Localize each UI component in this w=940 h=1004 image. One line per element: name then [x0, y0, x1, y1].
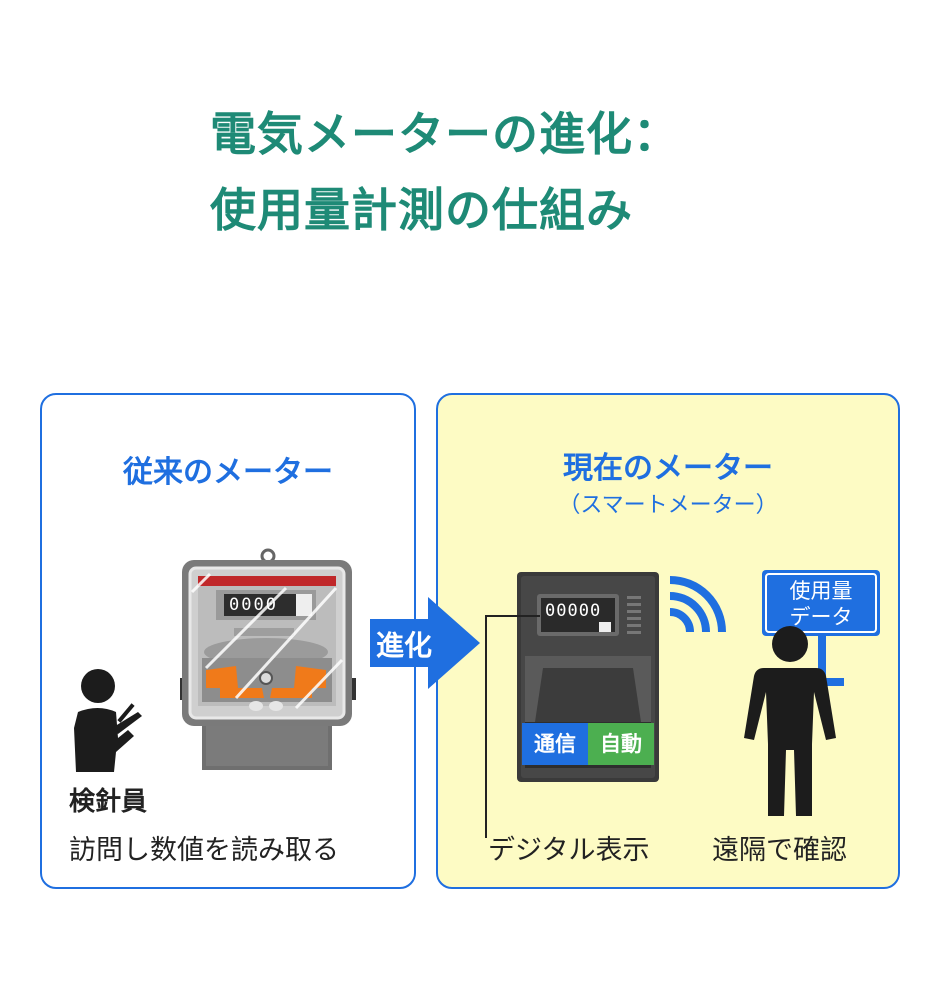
title-line-2: 使用量計測の仕組み: [210, 183, 633, 237]
person-icon: [744, 626, 836, 816]
wifi-signal-icon: [669, 576, 726, 633]
digital-display-caption: デジタル表示: [488, 835, 650, 866]
page-title: 電気メーターの進化： 使用量計測の仕組み: [210, 96, 680, 248]
traditional-caption: 訪問し数値を読み取る: [69, 835, 339, 866]
smart-meter-subheading: （スマートメーター）: [558, 493, 778, 518]
evolution-arrow-icon: [370, 597, 480, 689]
traditional-meter-heading: 従来のメーター: [123, 455, 333, 490]
meter-reader-label: 検針員: [69, 787, 148, 817]
title-line-1: 電気メーターの進化：: [210, 107, 680, 161]
sign-text-line-1: 使用量: [789, 579, 853, 603]
analog-meter-icon: [180, 548, 356, 770]
meter-reader-icon: [74, 669, 142, 772]
analog-meter-digits: 0000: [229, 595, 278, 615]
smart-meter-heading: 現在のメーター: [563, 451, 773, 486]
display-leader-line: [485, 615, 540, 838]
evolution-arrow-label: 進化: [376, 629, 433, 662]
usage-data-sign-icon: [762, 570, 880, 686]
communication-badge: 通信: [522, 723, 588, 765]
smart-meter-digits: 00000: [545, 601, 602, 621]
automatic-badge: 自動: [588, 723, 654, 765]
remote-check-caption: 遠隔で確認: [712, 835, 847, 866]
sign-text-line-2: データ: [789, 605, 853, 629]
